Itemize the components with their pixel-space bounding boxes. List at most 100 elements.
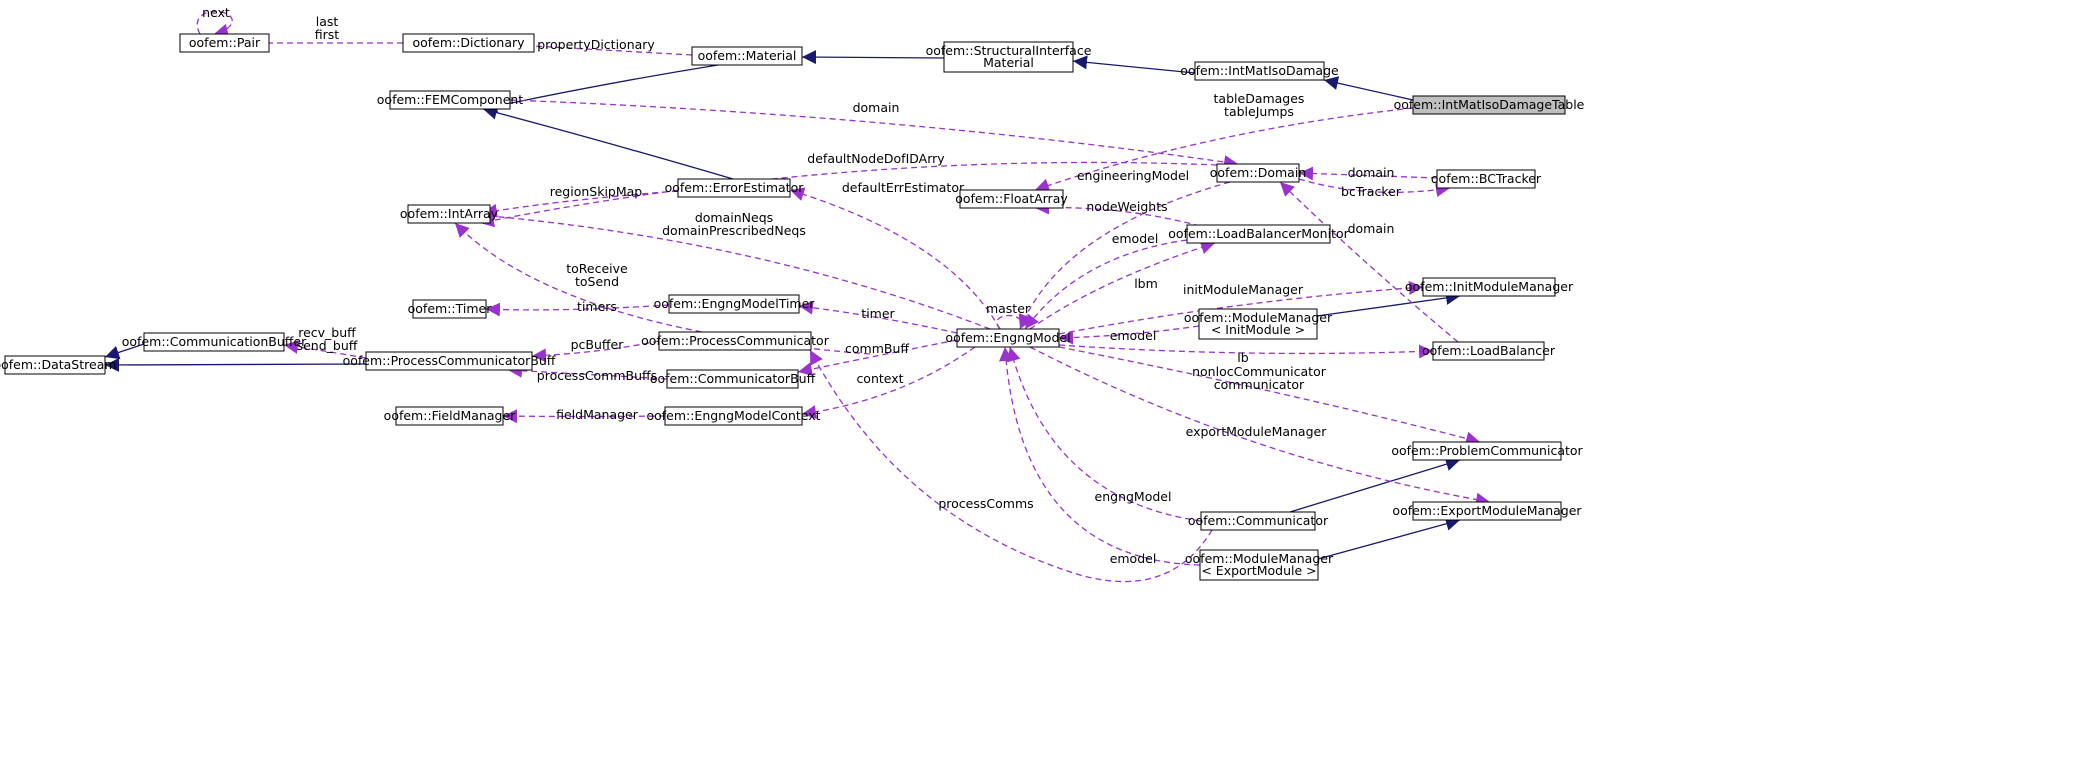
class-node-label: < InitModule > bbox=[1211, 322, 1305, 337]
class-node-box bbox=[691, 46, 803, 66]
class-node-label: oofem::IntMatIsoDamageTable bbox=[1394, 97, 1585, 112]
class-node-engngmodeltimer[interactable]: oofem::EngngModelTimer bbox=[654, 294, 816, 314]
class-node-box bbox=[666, 369, 799, 389]
class-node-box bbox=[1199, 549, 1319, 581]
class-node-box bbox=[1198, 308, 1318, 340]
class-node-loadbalancermonitor[interactable]: oofem::LoadBalancerMonitor bbox=[1168, 224, 1350, 244]
inheritance-edge-modulemanagerexport-to-exportmodulemanager bbox=[1317, 516, 1461, 560]
usage-edge-loadbalancer-to-domain bbox=[1279, 181, 1459, 343]
usage-edge-engngmodel-to-engngmodeltimer bbox=[798, 300, 958, 334]
class-node-exportmodulemanager[interactable]: oofem::ExportModuleManager bbox=[1392, 501, 1582, 521]
class-node-label: oofem::EngngModelContext bbox=[646, 408, 820, 423]
class-node-intmatisotable[interactable]: oofem::IntMatIsoDamageTable bbox=[1394, 95, 1585, 115]
inheritance-edge-intmatisotable-to-intmatiso bbox=[1323, 76, 1414, 101]
class-node-intmatiso[interactable]: oofem::IntMatIsoDamage bbox=[1180, 61, 1339, 81]
edge-label-engngmodel-to-engngmodel: master bbox=[986, 301, 1031, 316]
edge-label-engngmodel-to-loadbalancer: lb bbox=[1237, 350, 1248, 365]
class-node-label: oofem::Domain bbox=[1210, 165, 1307, 180]
class-node-label: oofem::CommunicationBuffer bbox=[122, 334, 307, 349]
class-node-box bbox=[1412, 441, 1562, 461]
class-node-box bbox=[1436, 169, 1536, 189]
usage-edge-domain-to-engngmodel bbox=[1018, 181, 1231, 330]
class-node-box bbox=[402, 33, 535, 53]
usage-edge-communicatorbuff-to-processcommunicatorbuff bbox=[507, 363, 668, 380]
class-node-modulemanagerexport[interactable]: oofem::ModuleManager< ExportModule > bbox=[1185, 549, 1334, 581]
edge-label-engngmodel-to-communicatorbuff: commBuff bbox=[845, 341, 909, 356]
class-node-box bbox=[943, 41, 1074, 73]
class-node-label: oofem::InitModuleManager bbox=[1405, 279, 1574, 294]
class-node-dictionary[interactable]: oofem::Dictionary bbox=[402, 33, 535, 53]
class-node-pair[interactable]: oofem::Pair bbox=[179, 33, 270, 53]
inheritance-edge-communicationbuffer-to-datastream bbox=[104, 343, 145, 360]
class-node-initmodulemanager[interactable]: oofem::InitModuleManager bbox=[1405, 277, 1574, 297]
class-node-errorestimator[interactable]: oofem::ErrorEstimator bbox=[665, 178, 805, 198]
class-node-material[interactable]: oofem::Material bbox=[691, 46, 803, 66]
usage-edge-engngmodel-to-loadbalancermonitor bbox=[1029, 240, 1216, 330]
usage-edge-engngmodel-to-errorestimator bbox=[789, 187, 1001, 330]
class-node-bctracker[interactable]: oofem::BCTracker bbox=[1431, 169, 1542, 189]
usage-edge-engngmodelcontext-to-fieldmanager bbox=[502, 409, 666, 424]
class-node-engngmodelcontext[interactable]: oofem::EngngModelContext bbox=[646, 406, 821, 426]
edge-label-bctracker-to-domain: domain bbox=[1348, 165, 1395, 180]
edge-label-domain-to-intarray: defaultNodeDofIDArry bbox=[807, 151, 945, 166]
edge-label-engngmodeltimer-to-timer: timers bbox=[577, 299, 617, 314]
edge-label-loadbalancer-to-domain: domain bbox=[1348, 221, 1395, 236]
class-node-box bbox=[143, 332, 285, 352]
class-node-box bbox=[664, 406, 803, 426]
edge-label-engngmodel-to-loadbalancermonitor: lbm bbox=[1134, 276, 1158, 291]
class-node-label: oofem::LoadBalancerMonitor bbox=[1168, 226, 1349, 241]
edge-label-engngmodel-to-engngmodeltimer: timer bbox=[861, 306, 895, 321]
edge-label-loadbalancermonitor-to-engngmodel: emodel bbox=[1112, 231, 1159, 246]
class-node-modulemanagerinit[interactable]: oofem::ModuleManager< InitModule > bbox=[1184, 308, 1333, 340]
edge-label-pair-to-pair: next bbox=[202, 5, 230, 20]
class-node-loadbalancer[interactable]: oofem::LoadBalancer bbox=[1422, 341, 1556, 361]
class-node-label: oofem::ProcessCommunicatorBuff bbox=[343, 353, 556, 368]
class-node-box bbox=[1200, 511, 1316, 531]
class-node-box bbox=[1412, 501, 1562, 521]
class-node-label: oofem::IntMatIsoDamage bbox=[1180, 63, 1339, 78]
class-node-label: oofem::Communicator bbox=[1188, 513, 1329, 528]
class-node-intarray[interactable]: oofem::IntArray bbox=[400, 204, 499, 224]
class-node-communicatorbuff[interactable]: oofem::CommunicatorBuff bbox=[650, 369, 816, 389]
usage-edge-intmatisotable-to-floatarray bbox=[1034, 107, 1414, 193]
class-node-communicator[interactable]: oofem::Communicator bbox=[1188, 511, 1329, 531]
class-node-engngmodel[interactable]: oofem::EngngModel bbox=[945, 328, 1071, 348]
edge-label-errorestimator-to-intarray: regionSkipMap bbox=[550, 184, 643, 199]
class-node-problemcommunicator[interactable]: oofem::ProblemCommunicator bbox=[1391, 441, 1584, 461]
usage-edge-engngmodel-to-initmodulemanager bbox=[1058, 281, 1424, 335]
class-node-communicationbuffer[interactable]: oofem::CommunicationBuffer bbox=[122, 332, 307, 352]
class-node-fieldmanager[interactable]: oofem::FieldManager bbox=[384, 406, 516, 426]
class-node-floatarray[interactable]: oofem::FloatArray bbox=[955, 189, 1068, 209]
edge-label-engngmodel-to-engngmodelcontext: context bbox=[856, 371, 903, 386]
edge-label-communicatorbuff-to-processcommunicatorbuff: processCommBuffs bbox=[537, 368, 657, 383]
class-node-label: oofem::LoadBalancer bbox=[1422, 343, 1556, 358]
class-node-box bbox=[658, 331, 812, 351]
usage-edge-processcommunicator-to-processcommunicatorbuff bbox=[531, 340, 660, 363]
edge-label-modulemanagerinit-to-engngmodel: emodel bbox=[1110, 328, 1157, 343]
edge-label-material-to-dictionary: propertyDictionary bbox=[537, 37, 655, 52]
class-node-femcomponent[interactable]: oofem::FEMComponent bbox=[377, 90, 524, 110]
edge-label-engngmodel-to-exportmodulemanager: exportModuleManager bbox=[1186, 424, 1328, 439]
class-node-domain[interactable]: oofem::Domain bbox=[1210, 163, 1307, 183]
class-node-label: oofem::FloatArray bbox=[955, 191, 1068, 206]
class-node-timer[interactable]: oofem::Timer bbox=[408, 299, 493, 319]
class-node-label: oofem::Pair bbox=[189, 35, 261, 50]
usage-edge-engngmodel-to-exportmodulemanager bbox=[1029, 346, 1491, 507]
class-node-processcommunicator[interactable]: oofem::ProcessCommunicator bbox=[641, 331, 830, 351]
usage-edge-loadbalancermonitor-to-floatarray bbox=[1034, 200, 1201, 227]
inheritance-edge-structural-to-material bbox=[801, 50, 945, 65]
edge-label-communicator-to-engngmodel: engngModel bbox=[1095, 489, 1172, 504]
class-node-label: oofem::Timer bbox=[408, 301, 493, 316]
class-node-datastream[interactable]: oofem::DataStream bbox=[0, 355, 117, 375]
usage-edge-engngmodel-to-communicatorbuff bbox=[797, 339, 958, 377]
class-node-processcommunicatorbuff[interactable]: oofem::ProcessCommunicatorBuff bbox=[343, 351, 556, 371]
class-node-label: oofem::FEMComponent bbox=[377, 92, 524, 107]
class-node-box bbox=[179, 33, 270, 53]
class-node-label: oofem::Dictionary bbox=[412, 35, 525, 50]
usage-edge-processcommunicatorbuff-to-communicationbuffer bbox=[283, 339, 367, 359]
class-node-label: oofem::ModuleManager bbox=[1185, 551, 1334, 566]
edge-label-communicator-to-processcommunicator: processComms bbox=[938, 496, 1033, 511]
